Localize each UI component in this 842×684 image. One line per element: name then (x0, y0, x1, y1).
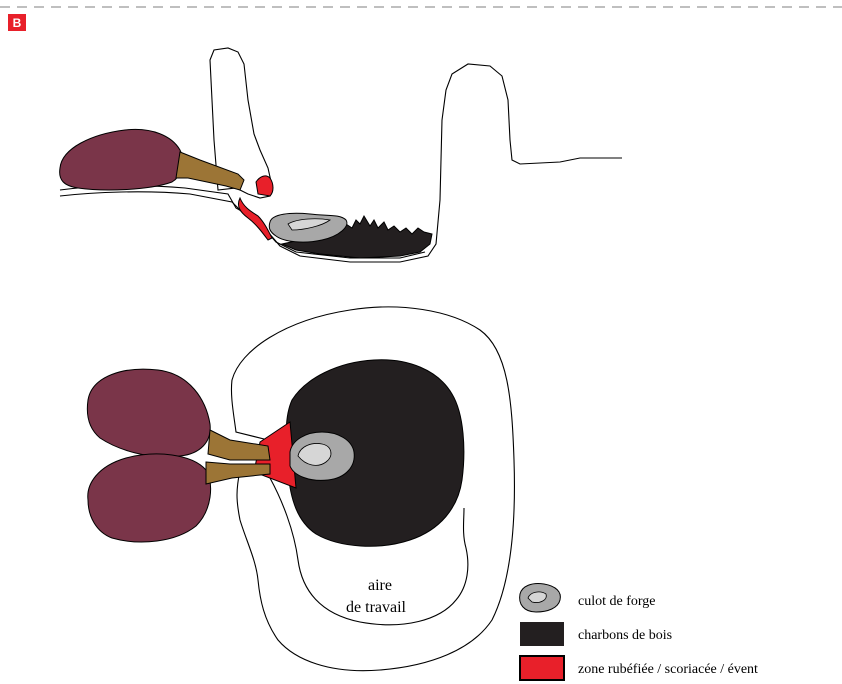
legend-label-charbons: charbons de bois (578, 628, 672, 643)
section-red-zone-upper (256, 176, 273, 196)
legend-item-culot: culot de forge (520, 583, 656, 612)
plan-view: aire de travail (87, 307, 514, 671)
legend-label-culot: culot de forge (578, 594, 656, 609)
plan-bellows-upper (87, 369, 210, 457)
work-area-label-line2: de travail (346, 599, 407, 616)
panel-badge-label: B (13, 16, 22, 30)
section-bellows (60, 129, 183, 190)
panel-badge: B (8, 14, 26, 31)
legend-zone-swatch (520, 656, 564, 680)
legend: culot de forge charbons de bois zone rub… (520, 583, 758, 680)
work-area-label-line1: aire (368, 577, 392, 594)
section-view (60, 48, 622, 262)
legend-charbons-swatch (520, 622, 564, 646)
plan-bellows-lower (88, 454, 211, 542)
section-red-zone-lower (238, 198, 272, 240)
legend-item-zone: zone rubéfiée / scoriacée / évent (520, 656, 758, 680)
legend-label-zone: zone rubéfiée / scoriacée / évent (578, 662, 758, 677)
legend-item-charbons: charbons de bois (520, 622, 672, 646)
